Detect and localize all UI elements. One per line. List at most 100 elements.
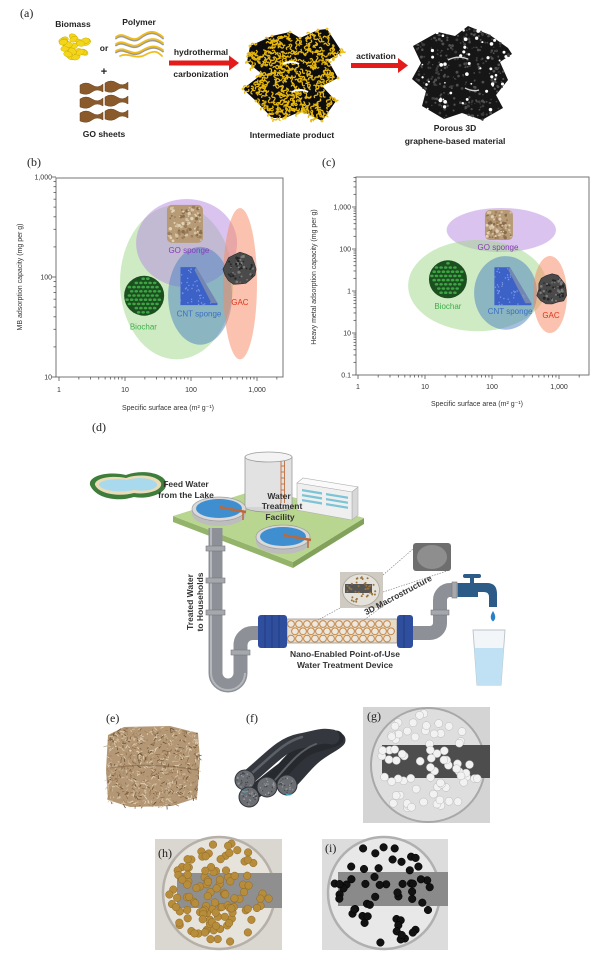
pore: [476, 29, 481, 33]
fiber-strand: [174, 736, 178, 740]
fiber-strand: [139, 727, 141, 730]
pore-texture: [465, 62, 468, 64]
pore-texture: [473, 85, 477, 89]
end-texture: [286, 791, 288, 794]
panel-f-label: (f): [246, 711, 258, 725]
gac-texture: [230, 273, 232, 275]
biochar-pore: [132, 285, 136, 289]
tube-reflection: [241, 790, 249, 793]
fiber-strand: [178, 732, 181, 735]
fiber-strand: [122, 776, 125, 779]
pore-texture: [485, 33, 488, 35]
pore: [462, 50, 466, 54]
fiber-strand: [150, 775, 153, 777]
fiber-strand: [145, 779, 147, 782]
fiber-strand: [166, 740, 171, 745]
pore-texture: [432, 97, 436, 100]
sponge-texture: [169, 236, 173, 240]
carbon-squiggle: [250, 61, 254, 68]
fiber-strand: [144, 791, 148, 793]
feed-water-label: Feed Water: [163, 479, 209, 489]
adsorbent-bead: [311, 634, 319, 643]
sponge-texture: [490, 223, 494, 227]
carbon-squiggle: [269, 57, 276, 64]
fiber-strand: [156, 759, 160, 762]
fiber-strand: [187, 742, 190, 744]
bead: [352, 600, 355, 603]
fiber-strand: [121, 737, 125, 740]
end-texture: [242, 771, 244, 774]
fiber-strand: [183, 757, 185, 760]
bead: [387, 777, 396, 786]
fiber-strand: [162, 734, 167, 736]
pore: [475, 36, 479, 40]
sponge-texture: [195, 214, 198, 217]
pore-texture: [481, 104, 485, 108]
fiber-strand: [170, 727, 175, 731]
panel-e-label: (e): [106, 711, 119, 725]
fiber-strand: [131, 732, 136, 736]
carbon-squiggle: [264, 49, 268, 56]
cnt-texture: [202, 297, 204, 299]
fiber-strand: [136, 783, 138, 787]
pore: [442, 98, 445, 101]
feed-water-label-2: from the Lake: [158, 490, 214, 500]
pore-texture: [472, 33, 476, 37]
fiber-strand: [151, 768, 154, 773]
fiber-strand: [163, 789, 167, 794]
platform-side: [173, 516, 293, 568]
bead: [221, 866, 231, 875]
fiber-strand: [187, 795, 190, 801]
fiber-strand: [157, 778, 160, 781]
carbon-squiggle: [276, 109, 283, 113]
fiber-strand: [146, 784, 148, 789]
pore-texture: [501, 70, 505, 73]
tube-highlight: [250, 735, 304, 775]
fiber-strand: [146, 747, 149, 749]
end-texture: [245, 783, 247, 786]
carbon-squiggle: [309, 64, 316, 70]
bead: [388, 855, 397, 864]
gac-texture: [240, 275, 243, 278]
fiber-strand: [180, 750, 183, 752]
fiber-strand: [132, 754, 136, 757]
carbonization-label: carbonization: [173, 69, 228, 79]
biochar-pore: [143, 281, 148, 285]
cnt-texture: [507, 298, 509, 300]
carbon-squiggle: [325, 110, 329, 118]
fiber-strand: [131, 782, 136, 786]
fiber-strand: [125, 788, 129, 792]
white-beads: [377, 709, 482, 812]
cnt-texture: [503, 297, 505, 300]
bead: [348, 586, 351, 589]
macrostructure-callout: 3D Macrostructure: [317, 543, 451, 621]
region-label-gac: GAC: [542, 311, 560, 320]
fiber-strand: [110, 800, 114, 804]
cnt-texture: [186, 281, 188, 284]
end-texture: [251, 793, 253, 795]
cnt-texture: [498, 304, 501, 306]
end-texture: [264, 786, 266, 788]
fiber-strand: [193, 788, 195, 793]
bead: [335, 880, 344, 889]
biochar-pore: [446, 262, 450, 265]
carbon-squiggle: [312, 64, 320, 69]
carbon-squiggle: [246, 51, 251, 59]
pore: [426, 107, 429, 110]
biochar-pore: [136, 285, 141, 289]
fiber-strand: [181, 731, 186, 735]
x-tick-label: 1,000: [248, 387, 266, 394]
edge-dot: [300, 109, 304, 113]
sponge-texture: [489, 221, 493, 225]
gac-texture: [249, 267, 252, 271]
sponge-texture: [184, 232, 187, 234]
pore-texture: [465, 29, 468, 32]
end-texture: [248, 775, 250, 778]
pore-texture: [474, 102, 476, 105]
fiber-strand: [117, 731, 121, 735]
carbon-squiggle: [254, 82, 261, 87]
sponge-texture: [504, 224, 507, 227]
pore-texture: [495, 100, 498, 103]
sponge-texture: [181, 209, 183, 211]
carbon-squiggle: [289, 43, 293, 51]
